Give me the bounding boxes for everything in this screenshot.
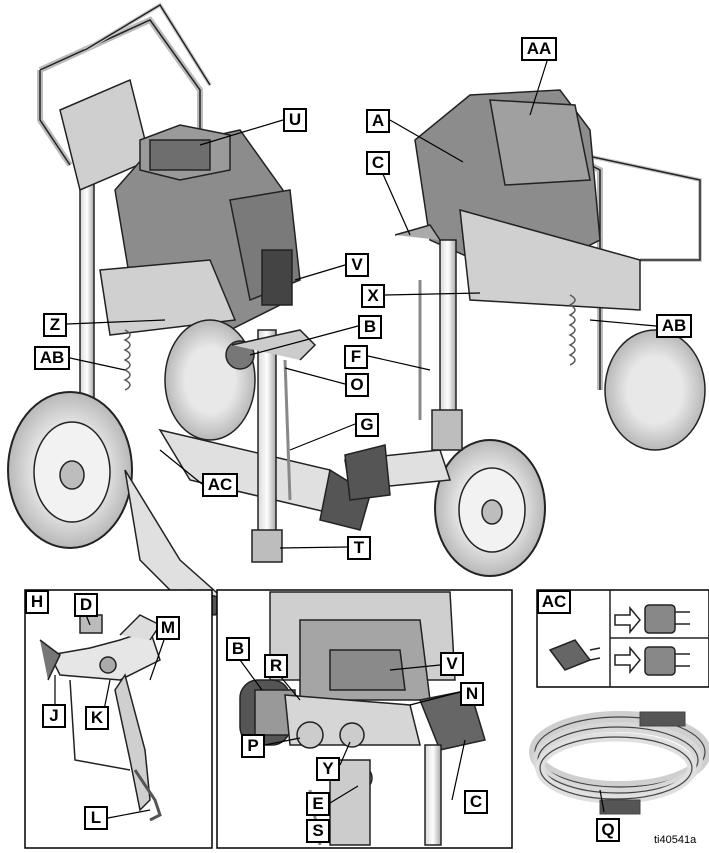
left-sprayer xyxy=(7,2,371,616)
callout-valve-C: C xyxy=(464,790,488,814)
callout-AC: AC xyxy=(202,473,238,497)
callout-Z: Z xyxy=(43,313,67,337)
callout-AB-right: AB xyxy=(656,314,692,338)
hose-coil xyxy=(529,711,709,815)
callout-E: E xyxy=(306,792,330,816)
callout-D: D xyxy=(74,593,98,617)
callout-L: L xyxy=(84,806,108,830)
inset-plugs-title: AC xyxy=(537,590,571,614)
callout-M: M xyxy=(156,616,180,640)
callout-P: P xyxy=(241,734,265,758)
callout-S: S xyxy=(306,819,330,843)
callout-V: V xyxy=(345,253,369,277)
callout-AB-left: AB xyxy=(34,346,70,370)
callout-A: A xyxy=(366,109,390,133)
callout-Q: Q xyxy=(596,818,620,842)
callout-T: T xyxy=(347,536,371,560)
callout-K: K xyxy=(85,706,109,730)
callout-C: C xyxy=(366,151,390,175)
leader-lines xyxy=(66,57,657,549)
callout-B: B xyxy=(358,315,382,339)
right-sprayer xyxy=(344,89,706,577)
callout-U: U xyxy=(283,108,307,132)
callout-valve-B: B xyxy=(226,637,250,661)
inset-valve-leaders xyxy=(239,659,466,841)
inset-gun-title: H xyxy=(25,590,49,614)
callout-O: O xyxy=(345,373,369,397)
callout-G: G xyxy=(355,413,379,437)
callout-F: F xyxy=(344,345,368,369)
callout-R: R xyxy=(264,654,288,678)
inset-gun xyxy=(24,589,213,849)
figure-reference: ti40541a xyxy=(654,834,697,846)
callout-X: X xyxy=(361,284,385,308)
inset-valve xyxy=(216,589,513,849)
callout-J: J xyxy=(42,704,66,728)
callout-Y: Y xyxy=(316,757,340,781)
callout-AA: AA xyxy=(521,37,557,61)
callout-valve-V: V xyxy=(440,652,464,676)
callout-N: N xyxy=(460,682,484,706)
